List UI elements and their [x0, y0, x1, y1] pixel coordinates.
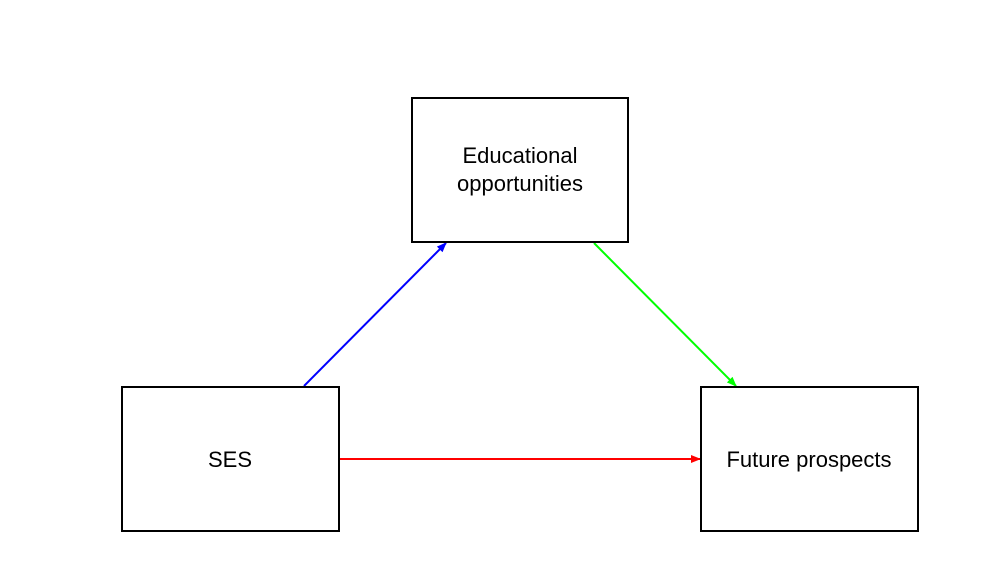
node-educational-opportunities-line1: Educational	[463, 143, 578, 168]
node-educational-opportunities: Educational opportunities	[411, 97, 629, 243]
edge-education-to-future	[593, 242, 737, 387]
node-future-prospects: Future prospects	[700, 386, 919, 532]
node-ses: SES	[121, 386, 340, 532]
node-future-prospects-label: Future prospects	[726, 447, 891, 472]
edge-ses-to-education	[303, 242, 447, 387]
node-educational-opportunities-line2: opportunities	[457, 171, 583, 196]
node-ses-label: SES	[208, 447, 252, 472]
